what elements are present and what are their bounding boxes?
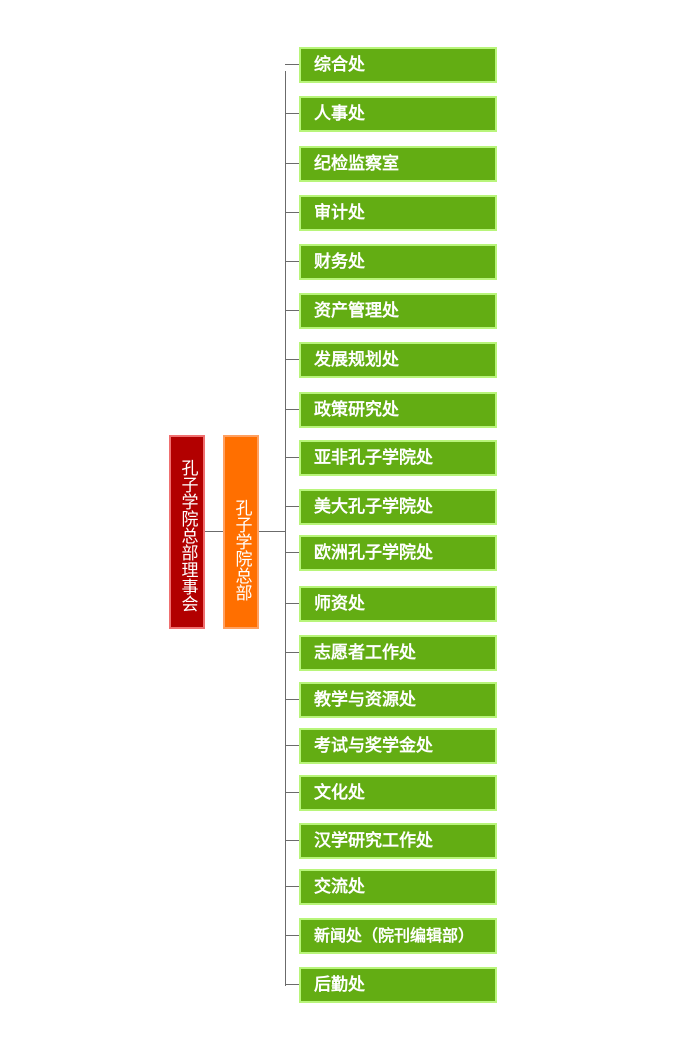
connector [285, 699, 299, 700]
department-box: 汉学研究工作处 [299, 823, 497, 859]
headquarters-label: 孔子学院总部 [231, 499, 252, 601]
department-box: 政策研究处 [299, 392, 497, 428]
department-box: 师资处 [299, 586, 497, 622]
connector [285, 409, 299, 410]
connector [285, 163, 299, 164]
board-box: 孔子学院总部理事会 [169, 435, 205, 629]
trunk-line [285, 71, 286, 986]
connector [285, 984, 299, 985]
department-box: 纪检监察室 [299, 146, 497, 182]
connector [285, 745, 299, 746]
department-box: 欧洲孔子学院处 [299, 535, 497, 571]
connector [285, 359, 299, 360]
department-box: 后勤处 [299, 967, 497, 1003]
headquarters-box: 孔子学院总部 [223, 435, 259, 629]
connector [285, 64, 299, 65]
connector [285, 840, 299, 841]
connector [285, 113, 299, 114]
connector [285, 652, 299, 653]
board-label: 孔子学院总部理事会 [177, 458, 198, 612]
connector [285, 457, 299, 458]
department-box: 志愿者工作处 [299, 635, 497, 671]
connector [285, 261, 299, 262]
department-box: 审计处 [299, 195, 497, 231]
department-box: 发展规划处 [299, 342, 497, 378]
department-box: 教学与资源处 [299, 682, 497, 718]
connector [285, 310, 299, 311]
department-box: 财务处 [299, 244, 497, 280]
connector [285, 935, 299, 936]
department-box: 资产管理处 [299, 293, 497, 329]
connector [285, 212, 299, 213]
connector [205, 531, 223, 532]
department-box: 考试与奖学金处 [299, 728, 497, 764]
department-box: 美大孔子学院处 [299, 489, 497, 525]
connector [285, 506, 299, 507]
connector [285, 603, 299, 604]
connector [285, 552, 299, 553]
department-box: 新闻处（院刊编辑部） [299, 918, 497, 954]
department-box: 人事处 [299, 96, 497, 132]
department-box: 交流处 [299, 869, 497, 905]
connector [285, 886, 299, 887]
department-box: 亚非孔子学院处 [299, 440, 497, 476]
department-box: 综合处 [299, 47, 497, 83]
connector [259, 531, 285, 532]
department-box: 文化处 [299, 775, 497, 811]
connector [285, 792, 299, 793]
